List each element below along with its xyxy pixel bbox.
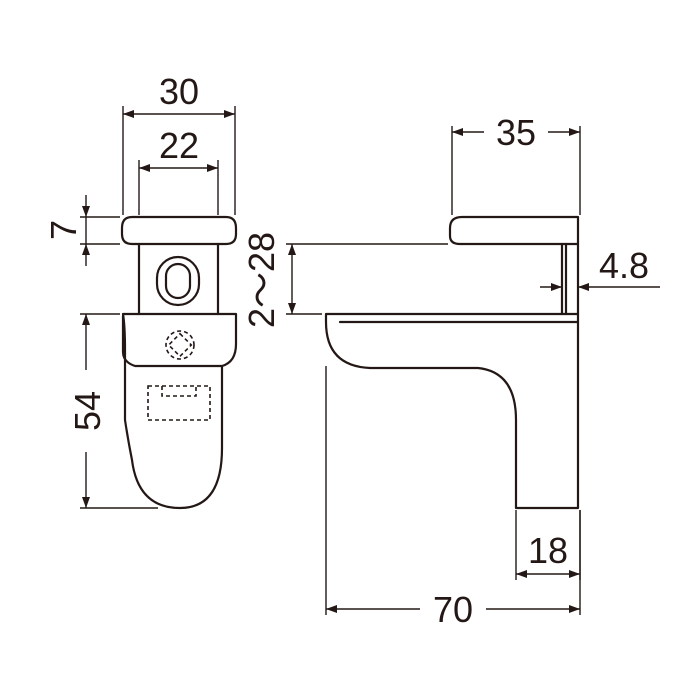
dim-side-18: 18 [515,510,581,580]
dim-front-54-label: 54 [67,391,108,431]
front-neck [137,242,220,316]
dim-side-18-label: 18 [528,530,568,571]
dim-side-70: 70 [325,366,581,630]
dim-front-22-label: 22 [159,125,199,166]
dim-side-35: 35 [451,112,581,215]
dim-side-4-8: 4.8 [540,245,660,291]
side-bracket-body [324,312,580,510]
front-body-side-line [121,314,224,368]
dim-front-54: 54 [67,313,158,509]
dim-front-30-label: 30 [159,71,199,112]
dim-front-7: 7 [43,195,120,266]
dim-side-gap-label: 2～28 [241,232,282,328]
dim-side-70-label: 70 [433,589,473,630]
front-top-pad [120,215,238,246]
side-view: 35 2～28 4.8 18 [241,112,660,630]
front-slot-outer [155,255,201,307]
front-screw-inner [167,332,193,358]
dim-side-35-label: 35 [496,112,536,153]
side-vertical-plate [560,242,580,316]
front-view: 30 22 7 54 [43,71,238,510]
front-lower-body [121,312,238,510]
dim-front-22: 22 [138,125,219,215]
dim-front-7-label: 7 [43,220,84,240]
dim-side-gap: 2～28 [241,232,448,328]
front-hidden-block [147,385,211,421]
side-top-arm [448,215,580,246]
front-slot-inner [164,262,192,300]
dim-front-30: 30 [122,71,236,215]
dim-side-4-8-label: 4.8 [599,245,649,286]
front-screw-outer [165,330,195,360]
